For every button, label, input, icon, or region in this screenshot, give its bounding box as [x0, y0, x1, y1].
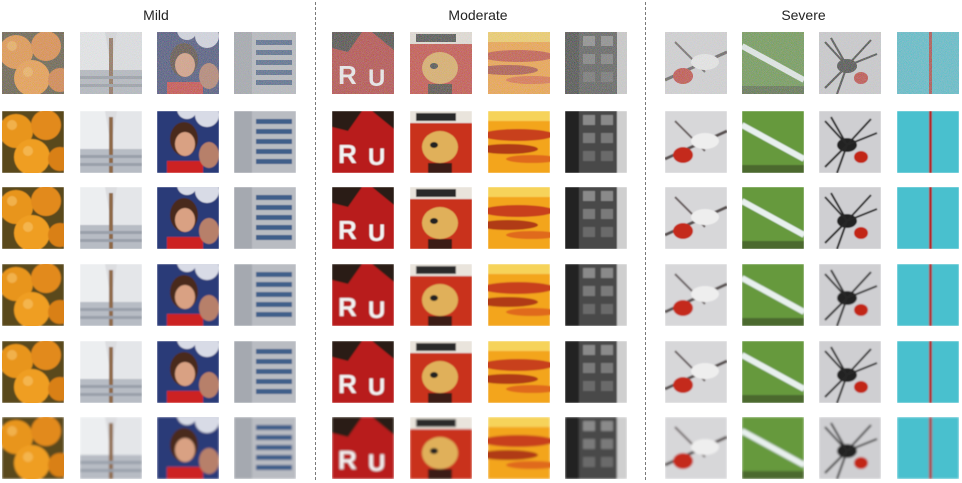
patch-dark-building: [565, 417, 627, 479]
svg-text:U: U: [368, 450, 385, 477]
patch-building-windows: [234, 111, 296, 173]
patch-cyan-pool-line: [897, 341, 959, 403]
patch-green-field-line: [742, 341, 804, 403]
patch-oranges: [2, 341, 64, 403]
patch-spider: [819, 264, 881, 326]
svg-text:U: U: [368, 220, 385, 247]
patch-sunset-clouds: [488, 111, 550, 173]
patch-bird-branch: [665, 187, 727, 249]
patch-sunset-clouds: [488, 187, 550, 249]
patch-dark-building: [565, 111, 627, 173]
patch-spider: [819, 417, 881, 479]
patch-cyan-pool-line: [897, 111, 959, 173]
svg-text:R: R: [338, 292, 357, 322]
svg-text:R: R: [338, 215, 357, 245]
patch-building-windows: [234, 264, 296, 326]
patch-woman-portrait: [157, 32, 219, 94]
patch-bird-branch: [665, 417, 727, 479]
patch-cartoon-girl: [410, 111, 472, 173]
patch-spider: [819, 187, 881, 249]
patch-cartoon-girl: [410, 187, 472, 249]
patch-cyan-pool-line: [897, 264, 959, 326]
patch-bird-branch: [665, 111, 727, 173]
patch-sunset-clouds: [488, 417, 550, 479]
patch-dark-building: [565, 32, 627, 94]
svg-text:R: R: [338, 369, 357, 399]
patch-dark-building: [565, 264, 627, 326]
patch-green-field-line: [742, 264, 804, 326]
patch-cartoon-girl: [410, 264, 472, 326]
patch-oranges: [2, 187, 64, 249]
patch-bird-branch: [665, 341, 727, 403]
patch-white-shirt: [80, 32, 142, 94]
patch-white-shirt: [80, 187, 142, 249]
patch-oranges: [2, 111, 64, 173]
patch-green-field-line: [742, 111, 804, 173]
patch-letters-ru: R U: [332, 417, 394, 479]
patch-green-field-line: [742, 187, 804, 249]
patch-dark-building: [565, 187, 627, 249]
patch-green-field-line: [742, 32, 804, 94]
svg-text:U: U: [368, 374, 385, 401]
patch-white-shirt: [80, 417, 142, 479]
svg-text:R: R: [338, 445, 357, 475]
patch-bird-branch: [665, 264, 727, 326]
patch-letters-ru: R U: [332, 341, 394, 403]
svg-text:U: U: [368, 65, 385, 92]
patch-cyan-pool-line: [897, 187, 959, 249]
group-divider: [315, 2, 316, 480]
patch-building-windows: [234, 32, 296, 94]
patch-spider: [819, 111, 881, 173]
patch-spider: [819, 32, 881, 94]
svg-text:R: R: [338, 139, 357, 169]
patch-white-shirt: [80, 264, 142, 326]
patch-woman-portrait: [157, 417, 219, 479]
patch-woman-portrait: [157, 341, 219, 403]
patch-white-shirt: [80, 111, 142, 173]
patch-dark-building: [565, 341, 627, 403]
patch-oranges: [2, 417, 64, 479]
svg-text:U: U: [368, 144, 385, 171]
patch-cartoon-girl: [410, 341, 472, 403]
patch-woman-portrait: [157, 264, 219, 326]
patch-woman-portrait: [157, 187, 219, 249]
group-label-severe: Severe: [781, 7, 826, 23]
patch-cartoon-girl: [410, 32, 472, 94]
patch-bird-branch: [665, 32, 727, 94]
patch-cyan-pool-line: [897, 32, 959, 94]
patch-sunset-clouds: [488, 341, 550, 403]
group-label-mild: Mild: [143, 7, 169, 23]
patch-letters-ru: R U: [332, 32, 394, 94]
patch-letters-ru: R U: [332, 187, 394, 249]
patch-green-field-line: [742, 417, 804, 479]
patch-letters-ru: R U: [332, 264, 394, 326]
group-divider: [645, 2, 646, 480]
patch-woman-portrait: [157, 111, 219, 173]
svg-text:U: U: [368, 297, 385, 324]
patch-building-windows: [234, 417, 296, 479]
group-label-moderate: Moderate: [448, 7, 508, 23]
patch-spider: [819, 341, 881, 403]
patch-sunset-clouds: [488, 264, 550, 326]
svg-text:R: R: [338, 60, 357, 90]
patch-cartoon-girl: [410, 417, 472, 479]
patch-sunset-clouds: [488, 32, 550, 94]
patch-white-shirt: [80, 341, 142, 403]
patch-cyan-pool-line: [897, 417, 959, 479]
patch-letters-ru: R U: [332, 111, 394, 173]
patch-building-windows: [234, 187, 296, 249]
patch-building-windows: [234, 341, 296, 403]
patch-oranges: [2, 32, 64, 94]
patch-oranges: [2, 264, 64, 326]
